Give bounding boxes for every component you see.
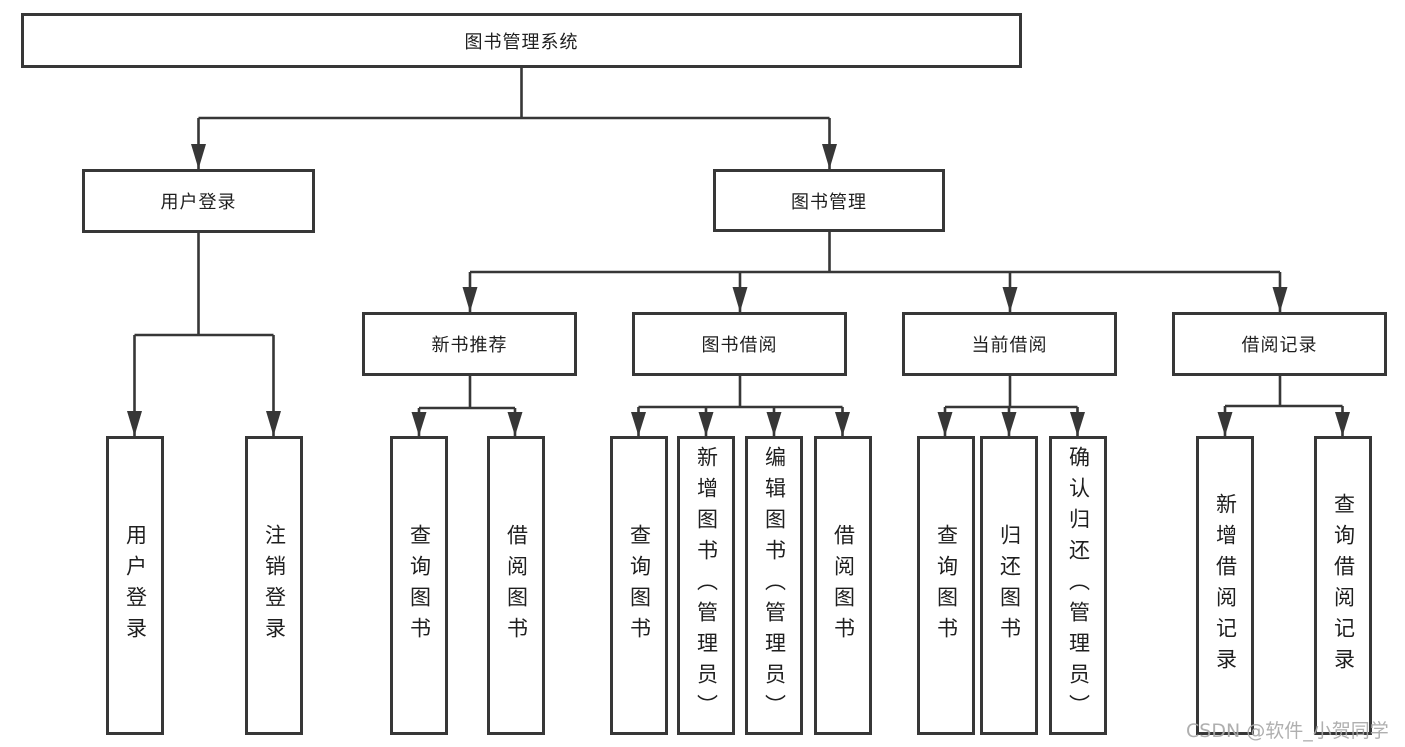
leaf-current-return-books-label: 归还图书 <box>997 523 1022 648</box>
arrow-down-icon <box>266 411 281 436</box>
leaf-borrow-edit-books-admin: 编辑图书（管理员） <box>745 436 803 735</box>
node-book-management-label: 图书管理 <box>791 191 867 213</box>
leaf-newbooks-query-books: 查询图书 <box>390 436 448 735</box>
node-book-borrow-label: 图书借阅 <box>701 335 778 356</box>
node-new-book-recommend: 新书推荐 <box>362 312 577 376</box>
arrow-down-icon <box>507 412 523 436</box>
node-borrow-records: 借阅记录 <box>1172 312 1387 376</box>
leaf-borrow-edit-books-admin-label: 编辑图书（管理员） <box>762 446 787 725</box>
node-book-borrow: 图书借阅 <box>632 312 847 376</box>
leaf-records-add-record-label: 新增借阅记录 <box>1213 492 1238 679</box>
leaf-records-query-record: 查询借阅记录 <box>1314 436 1372 735</box>
arrow-down-icon <box>1272 287 1288 312</box>
node-book-management: 图书管理 <box>713 169 945 232</box>
leaf-current-confirm-return-admin-label: 确认归还（管理员） <box>1066 446 1091 725</box>
arrow-down-icon <box>631 412 646 436</box>
arrow-down-icon <box>1001 412 1017 436</box>
leaf-records-add-record: 新增借阅记录 <box>1196 436 1254 735</box>
arrow-down-icon <box>822 144 837 169</box>
arrow-down-icon <box>732 287 748 312</box>
connector-paths <box>133 68 1344 436</box>
leaf-logout: 注销登录 <box>245 436 303 735</box>
leaf-borrow-borrow-books-label: 借阅图书 <box>831 523 856 648</box>
leaf-newbooks-query-books-label: 查询图书 <box>407 523 432 648</box>
leaf-user-login-label: 用户登录 <box>123 523 148 648</box>
arrow-down-icon <box>1335 412 1350 436</box>
leaf-user-login: 用户登录 <box>106 436 164 735</box>
node-user-login-label: 用户登录 <box>160 192 237 213</box>
arrow-down-icon <box>766 412 782 436</box>
leaf-current-confirm-return-admin: 确认归还（管理员） <box>1049 436 1107 735</box>
leaf-borrow-query-books-label: 查询图书 <box>627 523 652 648</box>
leaf-current-return-books: 归还图书 <box>980 436 1038 735</box>
leaf-records-query-record-label: 查询借阅记录 <box>1331 492 1356 679</box>
leaf-newbooks-borrow-books: 借阅图书 <box>487 436 545 735</box>
arrow-down-icon <box>462 287 478 312</box>
node-user-login: 用户登录 <box>82 169 315 233</box>
arrow-down-icon <box>191 144 206 169</box>
arrow-down-icon <box>411 412 427 436</box>
arrow-down-icon <box>1002 287 1018 312</box>
arrow-down-icon <box>1217 412 1233 436</box>
arrow-down-icon <box>127 411 142 436</box>
node-current-borrow: 当前借阅 <box>902 312 1117 376</box>
leaf-borrow-add-books-admin: 新增图书（管理员） <box>677 436 735 735</box>
arrow-down-icon <box>835 412 850 436</box>
node-root: 图书管理系统 <box>21 13 1022 68</box>
leaf-current-query-books-label: 查询图书 <box>934 523 959 648</box>
leaf-newbooks-borrow-books-label: 借阅图书 <box>504 523 529 648</box>
node-borrow-records-label: 借阅记录 <box>1241 335 1318 356</box>
leaf-logout-label: 注销登录 <box>262 523 287 648</box>
csdn-watermark: CSDN @软件_小贺同学 <box>1186 720 1389 742</box>
node-root-label: 图书管理系统 <box>464 31 579 53</box>
arrow-down-icon <box>698 412 714 436</box>
node-current-borrow-label: 当前借阅 <box>971 335 1048 356</box>
node-new-book-recommend-label: 新书推荐 <box>431 335 508 356</box>
leaf-borrow-borrow-books: 借阅图书 <box>814 436 872 735</box>
arrow-down-icon <box>937 412 953 436</box>
leaf-borrow-query-books: 查询图书 <box>610 436 668 735</box>
arrow-down-icon <box>1070 412 1085 436</box>
leaf-borrow-add-books-admin-label: 新增图书（管理员） <box>694 446 719 725</box>
leaf-current-query-books: 查询图书 <box>917 436 975 735</box>
